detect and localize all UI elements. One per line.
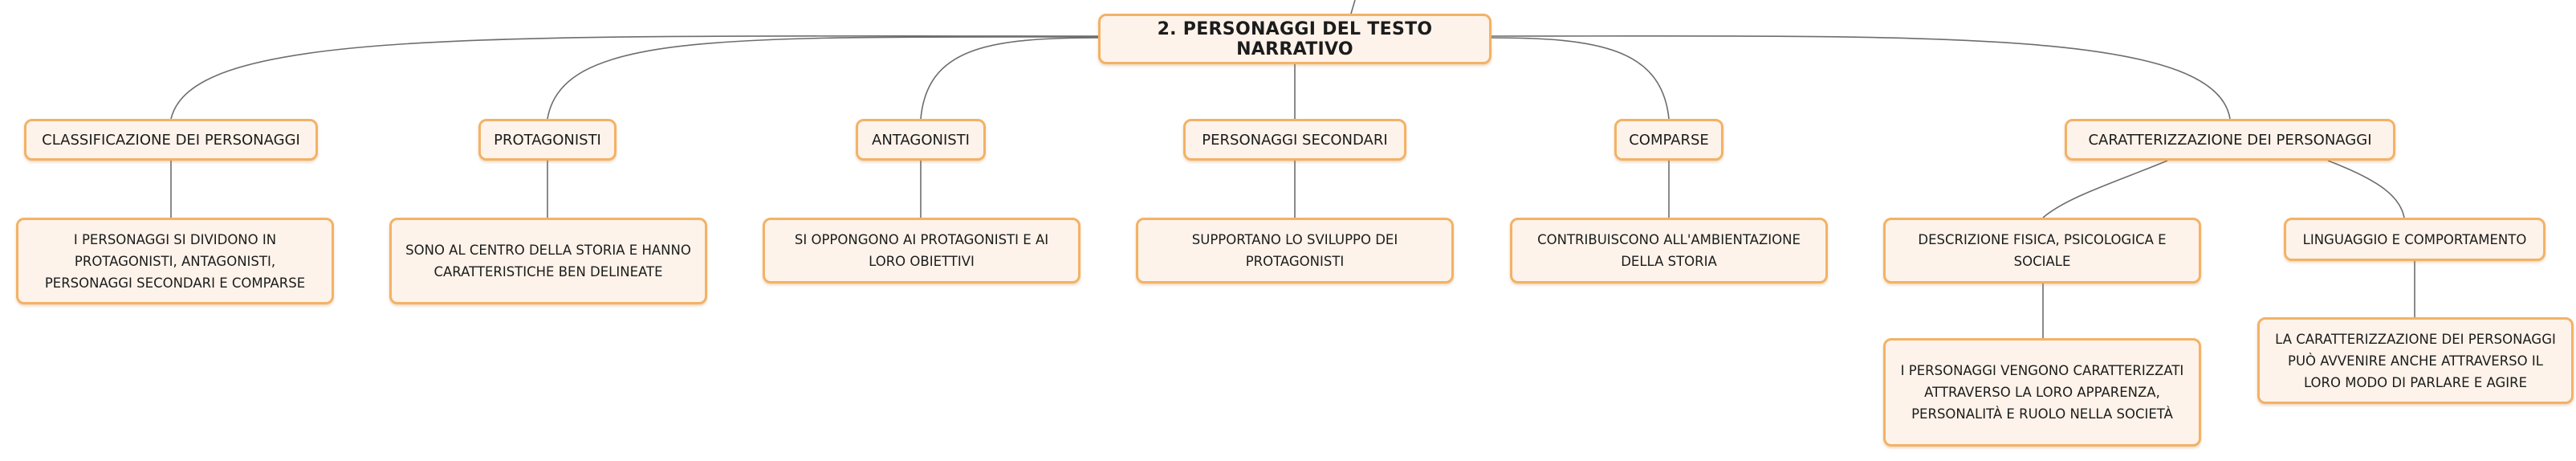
subtopic-comparse-detail[interactable]: CONTRIBUISCONO ALL'AMBIENTAZIONE DELLA S… — [1510, 218, 1828, 284]
topic-protagonisti[interactable]: PROTAGONISTI — [478, 119, 617, 161]
connector-line — [2327, 160, 2405, 218]
connector-line — [1491, 37, 1670, 120]
topic-comparse[interactable]: COMPARSE — [1614, 119, 1723, 161]
subtopic-classificazione-detail[interactable]: I PERSONAGGI SI DIVIDONO IN PROTAGONISTI… — [16, 218, 334, 304]
subtopic-personaggi-secondari-detail[interactable]: SUPPORTANO LO SVILUPPO DEI PROTAGONISTI — [1136, 218, 1454, 284]
connector-line — [170, 35, 1099, 120]
subtopic-linguaggio-e-comportamento[interactable]: LINGUAGGIO E COMPORTAMENTO — [2284, 218, 2545, 261]
subtopic-protagonisti-detail[interactable]: SONO AL CENTRO DELLA STORIA E HANNO CARA… — [389, 218, 707, 304]
connector-line — [1491, 35, 2231, 120]
detail-caratterizzazione-apparenza[interactable]: I PERSONAGGI VENGONO CARATTERIZZATI ATTR… — [1883, 338, 2201, 447]
connector-line — [547, 36, 1099, 120]
connector-line — [2042, 160, 2168, 218]
connector-line — [920, 37, 1099, 120]
detail-caratterizzazione-linguaggio[interactable]: LA CARATTERIZZAZIONE DEI PERSONAGGI PUÒ … — [2257, 317, 2574, 404]
subtopic-descrizione-fisica[interactable]: DESCRIZIONE FISICA, PSICOLOGICA E SOCIAL… — [1883, 218, 2201, 284]
topic-antagonisti[interactable]: ANTAGONISTI — [856, 119, 986, 161]
topic-caratterizzazione-dei-personaggi[interactable]: CARATTERIZZAZIONE DEI PERSONAGGI — [2065, 119, 2395, 161]
subtopic-antagonisti-detail[interactable]: SI OPPONGONO AI PROTAGONISTI E AI LORO O… — [763, 218, 1080, 284]
topic-classificazione-dei-personaggi[interactable]: CLASSIFICAZIONE DEI PERSONAGGI — [24, 119, 318, 161]
connector-line — [1350, 0, 1356, 14]
central-topic[interactable]: 2. PERSONAGGI DEL TESTO NARRATIVO — [1098, 14, 1491, 64]
topic-personaggi-secondari[interactable]: PERSONAGGI SECONDARI — [1183, 119, 1406, 161]
